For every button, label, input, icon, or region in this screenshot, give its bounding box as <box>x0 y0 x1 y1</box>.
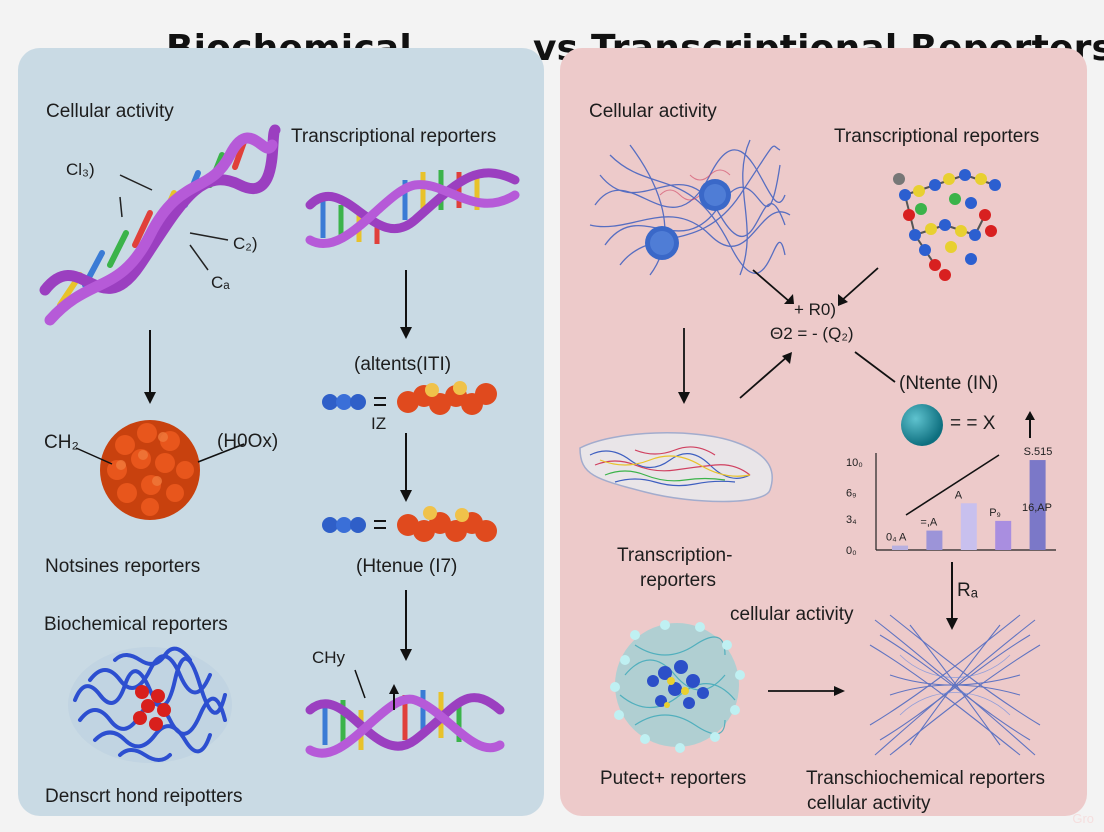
chart-annotation: 16,AP <box>1022 502 1052 514</box>
chart-y-tick-label: 6₉ <box>846 488 856 500</box>
putect-reporters-label: Putect+ reporters <box>600 768 747 789</box>
transchem-label-line2: cellular activity <box>807 793 931 814</box>
equation-arrows <box>678 267 896 404</box>
protein-ball-red <box>100 420 200 520</box>
ra-arrow <box>946 562 958 630</box>
chy-label: CHy <box>312 648 346 667</box>
right-cellular-activity-label: Cellular activity <box>589 101 717 122</box>
chart-bar-label: 0₄ A <box>886 532 907 544</box>
dna-label-ca: Cₐ <box>211 273 230 292</box>
arrow-down-left-1 <box>144 330 156 404</box>
transcription-label-line2: reporters <box>640 570 717 591</box>
dna-label-cl3: Cl₃) <box>66 160 95 179</box>
left-cellular-activity-label: Cellular activity <box>46 101 174 122</box>
protein-label-ch2: CH₂ <box>44 432 79 453</box>
arrow-down-right-1 <box>400 270 412 339</box>
notsines-reporters-label: Notsines reporters <box>45 556 201 577</box>
protein-ribbon-blue <box>68 646 232 763</box>
equation-line-1: + R0) <box>794 300 837 319</box>
arrow-right-to-fiber <box>768 686 845 696</box>
x-up-arrow <box>1025 411 1035 438</box>
chart-bar <box>1029 460 1046 550</box>
dna-helix-small-top <box>305 168 520 248</box>
arrow-down-right-3 <box>400 590 412 661</box>
teal-sphere <box>901 404 943 446</box>
htenue-label: (Htenue (I7) <box>356 556 458 577</box>
chart-y-tick-label: 3₄ <box>846 514 857 526</box>
biochemical-reporters-label: Biochemical reporters <box>44 614 228 635</box>
nanoparticle-cluster <box>610 620 745 753</box>
chart-bar-label: S.515 <box>1024 446 1053 458</box>
x-equation-label: = = X <box>950 413 996 434</box>
bar-chart: 10₀ 6₉ 3₄ 0₀ 0₄ A =,A A P₉ S.515 16,AP <box>846 446 1056 557</box>
ra-label: Rₐ <box>957 580 978 601</box>
protein-label-h0ox: (H0Ox) <box>217 431 279 452</box>
left-transcriptional-reporters-label: Transcriptional reporters <box>291 126 497 147</box>
fiber-cross-mesh <box>869 614 1041 756</box>
transchem-label-line1: Transchiochemical reporters <box>806 768 1045 789</box>
chart-bar <box>926 530 943 550</box>
chart-bar-label: =,A <box>920 517 937 529</box>
densert-reporters-label: Denscrt hond reipotters <box>45 786 243 807</box>
equation-line-2: Θ2 = - (Q₂) <box>770 324 854 343</box>
chart-bar <box>995 520 1012 550</box>
watermark: Gro <box>1072 811 1094 826</box>
chart-y-tick-label: 0₀ <box>846 545 857 557</box>
latents-label: (altents(ITI) <box>354 354 452 375</box>
dna-helix-small-bottom <box>305 669 505 758</box>
transcription-fiber-blob <box>579 432 773 503</box>
chart-bar <box>960 503 977 550</box>
chart-bar-label: A <box>955 489 963 501</box>
molecule-chain-2 <box>322 506 497 542</box>
ball-stick-molecule <box>893 169 1001 281</box>
molecule-chain-1 <box>322 381 497 415</box>
chart-trend-line <box>905 454 1000 516</box>
dna-helix-large <box>39 124 281 326</box>
dna-label-c2: C₂) <box>233 234 258 253</box>
cellular-activity-lower-label: cellular activity <box>730 604 854 625</box>
protein-leader-lines <box>75 443 245 465</box>
arrow-down-right-2 <box>400 433 412 502</box>
iz-label: IZ <box>371 414 387 433</box>
ntente-label: (Ntente (IN) <box>899 373 999 394</box>
chart-y-tick-label: 10₀ <box>846 457 863 469</box>
transcription-label-line1: Transcription- <box>617 545 733 566</box>
fibrous-cell-cluster <box>589 139 791 276</box>
right-transcriptional-reporters-label: Transcriptional reporters <box>834 126 1040 147</box>
chart-bar-label: P₉ <box>989 507 1001 519</box>
chart-bar <box>892 545 908 550</box>
